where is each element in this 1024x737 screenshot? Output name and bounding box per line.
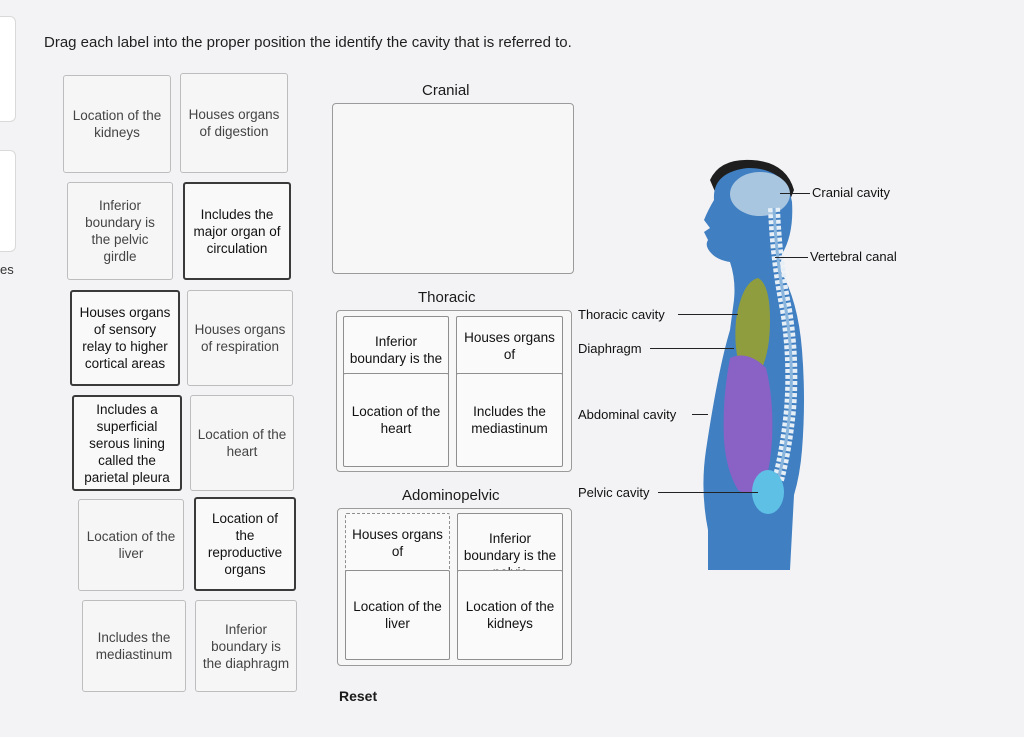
placed-label[interactable]: Location of the liver (345, 570, 450, 660)
abdominopelvic-zone-title: Adominopelvic (402, 487, 500, 504)
label-card[interactable]: Location of the kidneys (63, 75, 171, 173)
abdominal-cavity-leader (692, 414, 708, 415)
label-card[interactable]: Houses organs of digestion (180, 73, 288, 173)
thoracic-cavity-label: Thoracic cavity (578, 307, 665, 322)
pelvic-cavity-leader (658, 492, 758, 493)
left-panel-partial-text: es (0, 262, 14, 277)
left-panel-edge (0, 150, 16, 252)
cranial-zone-title: Cranial (422, 82, 470, 99)
label-card[interactable]: Location of the liver (78, 499, 184, 591)
placed-label[interactable]: Houses organs of (456, 316, 563, 376)
thoracic-zone-title: Thoracic (418, 289, 476, 306)
abdominal-cavity-label: Abdominal cavity (578, 407, 677, 422)
pelvic-cavity-label: Pelvic cavity (578, 485, 650, 500)
label-card[interactable]: Houses organs of sensory relay to higher… (70, 290, 180, 386)
vertebral-canal-leader (775, 257, 808, 258)
diaphragm-label: Diaphragm (578, 341, 642, 356)
instructions: Drag each label into the proper position… (44, 34, 572, 51)
placed-label[interactable]: Houses organs of (345, 513, 450, 573)
placed-label[interactable]: Inferior boundary is the (343, 316, 449, 376)
cranial-drop-zone[interactable] (332, 103, 574, 274)
label-card[interactable]: Inferior boundary is the diaphragm (195, 600, 297, 692)
placed-label[interactable]: Location of the heart (343, 373, 449, 467)
vertebral-canal-label: Vertebral canal (810, 249, 897, 264)
label-card[interactable]: Houses organs of respiration (187, 290, 293, 386)
cranial-cavity-leader (780, 193, 810, 194)
label-card[interactable]: Includes the major organ of circulation (183, 182, 291, 280)
label-card[interactable]: Inferior boundary is the pelvic girdle (67, 182, 173, 280)
cranial-cavity-label: Cranial cavity (812, 185, 891, 200)
placed-label[interactable]: Inferior boundary is the pelvic (457, 513, 563, 573)
diaphragm-leader (650, 348, 734, 349)
placed-label[interactable]: Location of the kidneys (457, 570, 563, 660)
placed-label[interactable]: Includes the mediastinum (456, 373, 563, 467)
label-card[interactable]: Location of the heart (190, 395, 294, 491)
label-card[interactable]: Location of the reproductive organs (194, 497, 296, 591)
body-illustration (703, 159, 804, 570)
reset-button[interactable]: Reset (339, 688, 378, 704)
label-card[interactable]: Includes the mediastinum (82, 600, 186, 692)
label-card[interactable]: Includes a superficial serous lining cal… (72, 395, 182, 491)
body-cavities-figure (690, 150, 820, 575)
thoracic-cavity-leader (678, 314, 738, 315)
left-panel-edge (0, 16, 16, 122)
